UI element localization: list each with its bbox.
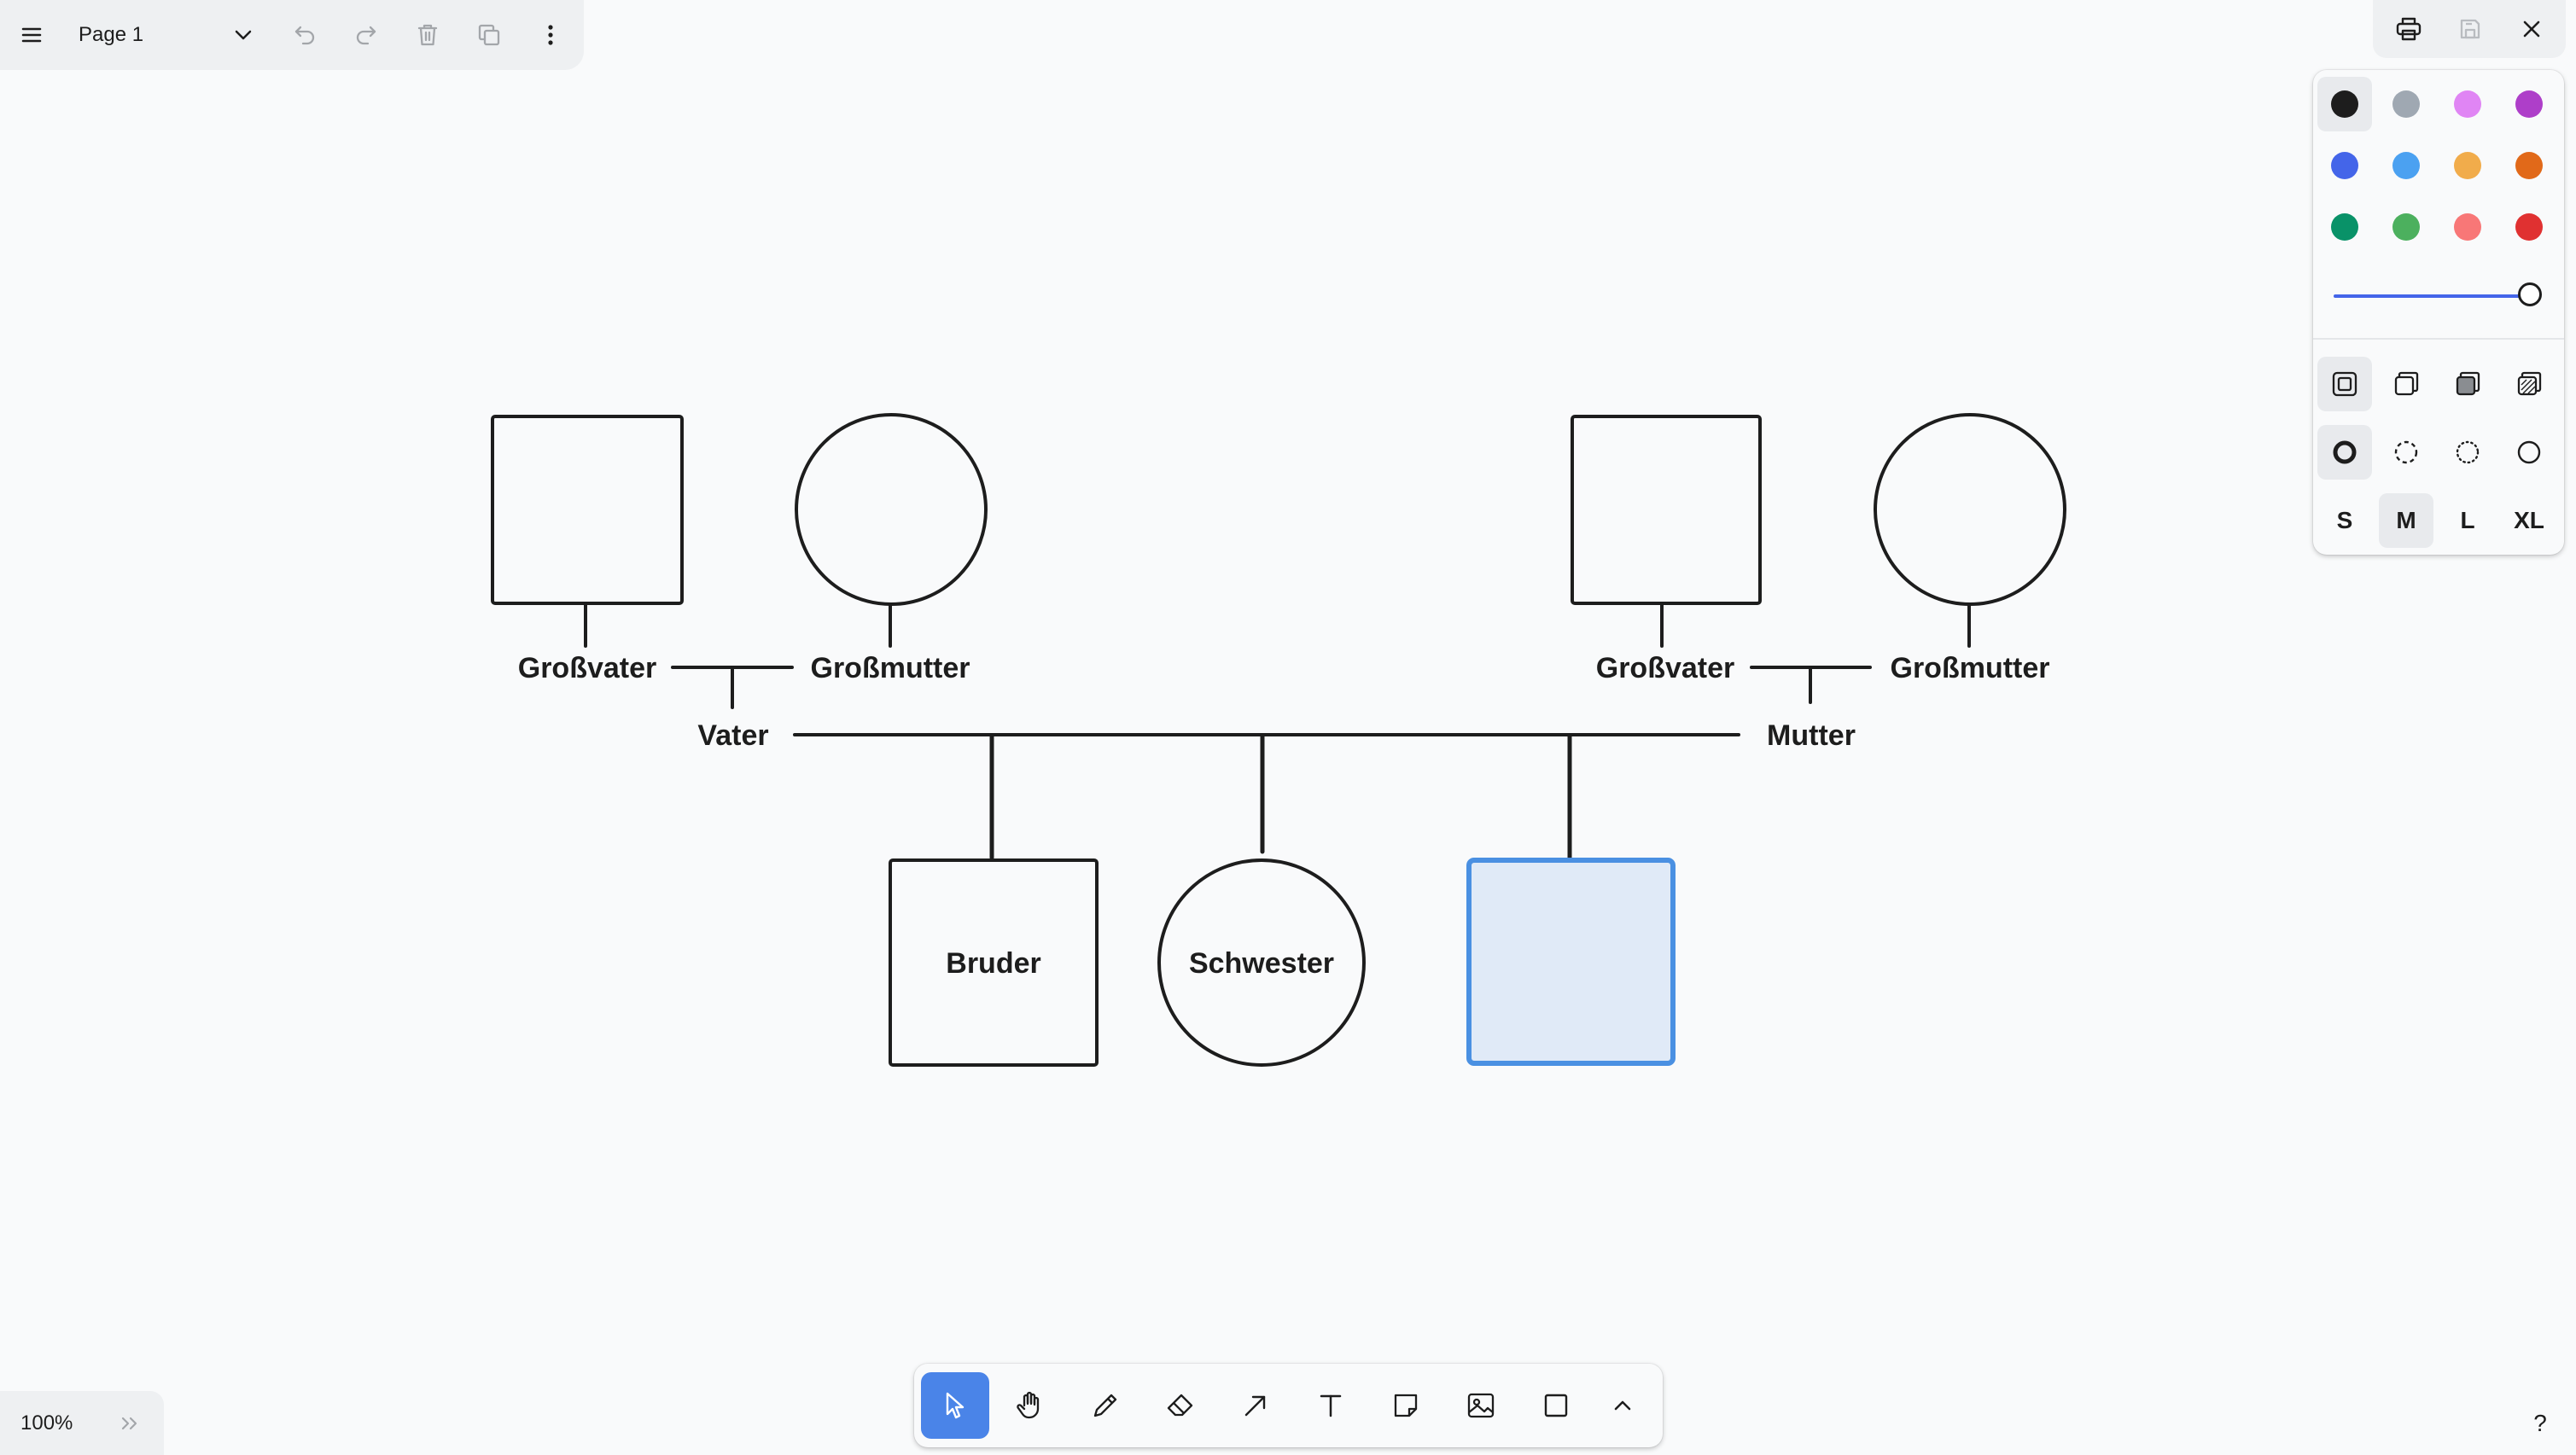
color-swatch[interactable] [2379, 138, 2433, 193]
label-grossmutter-left: Großmutter [811, 652, 970, 684]
arrow-tool-icon[interactable] [1221, 1372, 1290, 1439]
color-swatch[interactable] [2440, 200, 2495, 254]
dash-solid-icon[interactable] [2502, 425, 2556, 480]
save-icon[interactable] [2439, 0, 2501, 58]
undo-icon[interactable] [275, 0, 335, 70]
hamburger-menu-icon[interactable] [2, 0, 61, 70]
rectangle-tool-icon[interactable] [1522, 1372, 1590, 1439]
duplicate-icon[interactable] [459, 0, 519, 70]
more-tools-chevron-up-icon[interactable] [1592, 1372, 1653, 1439]
label-schwester: Schwester [1189, 947, 1334, 980]
main-toolbar [914, 1364, 1663, 1447]
label-mutter: Mutter [1767, 719, 1856, 752]
eraser-tool-icon[interactable] [1146, 1372, 1215, 1439]
color-swatch-dot [2515, 90, 2543, 118]
fill-solid-icon[interactable] [2440, 357, 2495, 411]
color-swatch[interactable] [2379, 200, 2433, 254]
color-swatch-dot [2392, 152, 2420, 179]
more-vertical-icon[interactable] [521, 0, 580, 70]
color-swatch[interactable] [2317, 77, 2372, 131]
schwester-shape[interactable] [1157, 858, 1366, 1067]
select-tool-icon[interactable] [921, 1372, 989, 1439]
style-panel: S M L XL [2313, 70, 2564, 555]
color-swatch[interactable] [2379, 77, 2433, 131]
color-swatch-dot [2331, 213, 2358, 241]
grandfather-left-shape[interactable] [491, 415, 684, 605]
label-bruder: Bruder [946, 947, 1040, 980]
draw-tool-icon[interactable] [1071, 1372, 1139, 1439]
grandmother-left-shape[interactable] [795, 413, 988, 606]
media-tool-icon[interactable] [1447, 1372, 1515, 1439]
color-swatch-dot [2454, 152, 2481, 179]
color-swatch[interactable] [2502, 138, 2556, 193]
actions-panel [2373, 0, 2566, 58]
dash-dashed-icon[interactable] [2379, 425, 2433, 480]
zoom-panel: 100% [0, 1391, 164, 1455]
size-xl-button[interactable]: XL [2514, 507, 2544, 533]
note-tool-icon[interactable] [1372, 1372, 1440, 1439]
grandmother-right-shape[interactable] [1874, 413, 2066, 606]
grandfather-right-shape[interactable] [1571, 415, 1762, 605]
fill-none-icon[interactable] [2317, 357, 2372, 411]
expand-minimap-icon[interactable] [106, 1391, 154, 1455]
color-swatch-dot [2454, 90, 2481, 118]
selected-square-shape[interactable] [1466, 858, 1676, 1066]
fill-pattern-icon[interactable] [2502, 357, 2556, 411]
close-icon[interactable] [2501, 0, 2562, 58]
page-name[interactable]: Page 1 [79, 23, 144, 46]
chevron-down-icon[interactable] [213, 0, 273, 70]
help-button[interactable]: ? [2533, 1410, 2547, 1436]
label-vater: Vater [697, 719, 768, 752]
dash-draw-icon[interactable] [2317, 425, 2372, 480]
opacity-slider-track[interactable] [2334, 294, 2532, 298]
color-swatch[interactable] [2317, 200, 2372, 254]
color-swatch-dot [2515, 213, 2543, 241]
color-swatch[interactable] [2440, 138, 2495, 193]
color-swatch[interactable] [2317, 138, 2372, 193]
color-swatch-dot [2392, 90, 2420, 118]
hand-tool-icon[interactable] [996, 1372, 1064, 1439]
print-icon[interactable] [2378, 0, 2439, 58]
dash-dotted-icon[interactable] [2440, 425, 2495, 480]
trash-icon[interactable] [398, 0, 458, 70]
bruder-shape[interactable] [889, 858, 1099, 1067]
color-swatch-dot [2515, 152, 2543, 179]
opacity-slider-thumb[interactable] [2518, 282, 2542, 306]
label-grossvater-right: Großvater [1596, 652, 1735, 684]
text-tool-icon[interactable] [1297, 1372, 1365, 1439]
size-s-button[interactable]: S [2336, 507, 2353, 533]
zoom-level[interactable]: 100% [20, 1411, 73, 1435]
redo-icon[interactable] [336, 0, 396, 70]
label-grossmutter-right: Großmutter [1891, 652, 2050, 684]
size-l-button[interactable]: L [2460, 507, 2475, 533]
fill-semi-icon[interactable] [2379, 357, 2433, 411]
label-grossvater-left: Großvater [518, 652, 657, 684]
color-swatch-dot [2331, 152, 2358, 179]
color-swatch-dot [2331, 90, 2358, 118]
color-swatch[interactable] [2502, 77, 2556, 131]
main-menu-panel: Page 1 [0, 0, 584, 70]
color-swatch-dot [2392, 213, 2420, 241]
color-swatch-dot [2454, 213, 2481, 241]
size-m-button[interactable]: M [2379, 493, 2433, 548]
color-swatch[interactable] [2502, 200, 2556, 254]
color-swatch[interactable] [2440, 77, 2495, 131]
panel-divider [2313, 338, 2564, 340]
